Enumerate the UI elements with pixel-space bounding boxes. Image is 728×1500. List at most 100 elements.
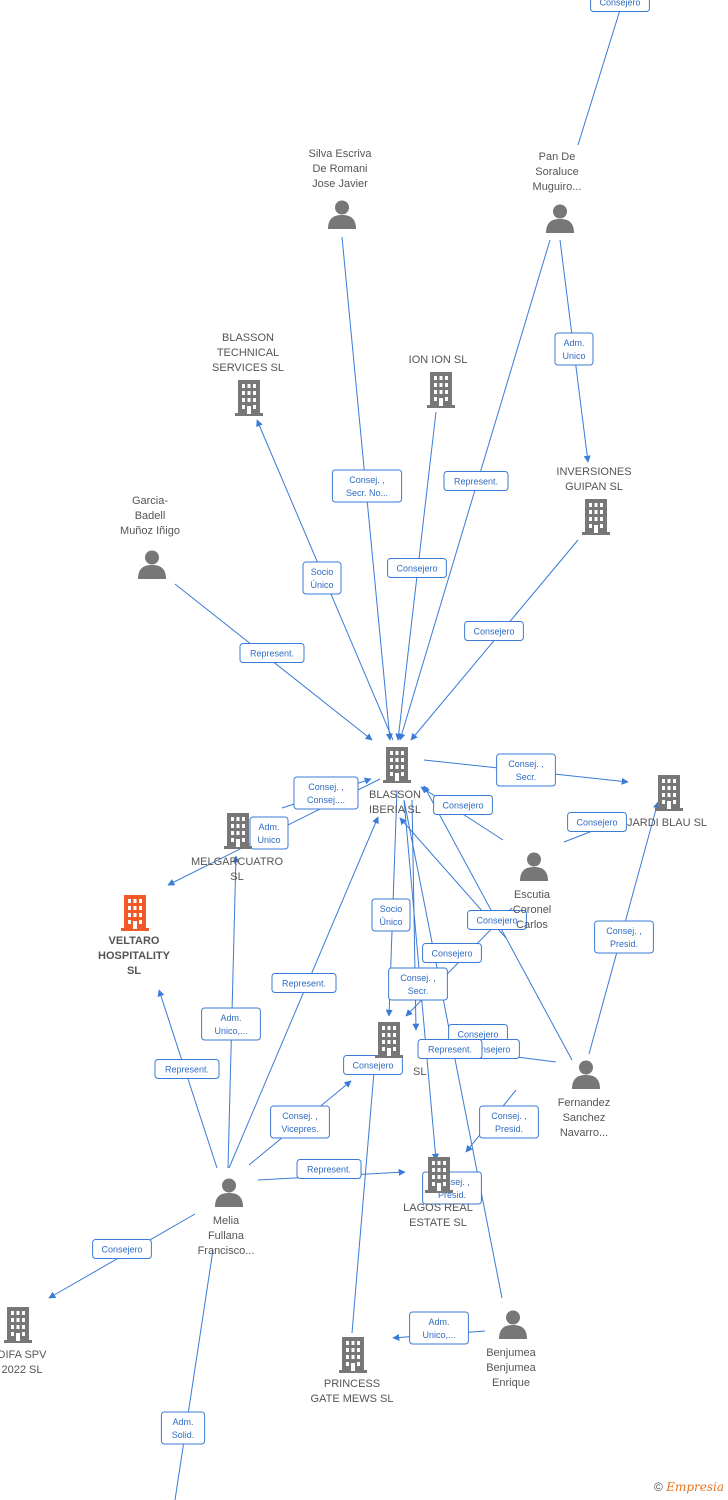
node-label: Sanchez	[563, 1112, 606, 1124]
edge-label[interactable]: Represent.	[443, 471, 509, 491]
edge-label-box	[92, 1239, 152, 1259]
edge-label-box	[296, 1159, 362, 1179]
edge-label-box	[554, 332, 594, 366]
edge-label-box	[302, 561, 342, 595]
edge-label-box	[467, 910, 527, 930]
node-label: BLASSON	[369, 789, 421, 801]
edge-label[interactable]: Consejero	[590, 0, 650, 12]
node-label: PRINCESS	[324, 1378, 380, 1390]
node-label: DIFA SPV	[0, 1349, 47, 1361]
building-icon	[339, 1337, 367, 1373]
node-label: Fernandez	[558, 1097, 611, 1109]
node-jardi-blau[interactable]: JARDI BLAU SL	[627, 775, 707, 829]
edge-label-text: Represent.	[428, 1045, 472, 1055]
edge-label-text: Consejero	[599, 0, 640, 8]
building-icon	[224, 813, 252, 849]
person-icon	[138, 550, 166, 579]
edge-label-text: Adm.	[172, 1417, 193, 1427]
building-icon	[425, 1157, 453, 1193]
edge-label[interactable]: Consejero	[433, 795, 493, 815]
edge-label-text: Adm.	[220, 1013, 241, 1023]
edge-label-box	[409, 1311, 469, 1345]
edge-label[interactable]: Adm.Unico,...	[201, 1007, 261, 1041]
edge-label-text: Consej. ,	[349, 475, 385, 485]
person-icon	[572, 1060, 600, 1089]
edge-label[interactable]: Consejero	[567, 812, 627, 832]
edge-line	[351, 1059, 376, 1334]
edge-line	[577, 9, 621, 146]
copyright-notice: © Empresia	[654, 1480, 724, 1494]
node-label: Escutia	[514, 889, 551, 901]
edge-label-text: Consejero	[431, 949, 472, 959]
edge-label-box	[343, 1055, 403, 1075]
edge-label[interactable]: Consejero	[343, 1055, 403, 1075]
empresia-logo: Empresia	[666, 1480, 724, 1494]
edge-label[interactable]: Consejero	[467, 910, 527, 930]
node-melia-fullana[interactable]: MeliaFullanaFrancisco...	[198, 1178, 255, 1258]
edge-label[interactable]: Consej. ,Secr.	[496, 753, 556, 787]
node-label: SL	[230, 871, 243, 883]
edge-label[interactable]: Consejero	[92, 1239, 152, 1259]
node-label: Muñoz Iñigo	[120, 525, 180, 537]
building-icon	[427, 372, 455, 408]
node-label: MELGARCUATRO	[191, 856, 284, 868]
edge-label-box	[331, 469, 403, 503]
edge-label-box	[160, 1411, 206, 1445]
node-label: GATE MEWS SL	[311, 1393, 394, 1405]
node-pan-de-soraluce[interactable]: Pan DeSoraluceMuguiro...	[533, 151, 582, 233]
edge-label[interactable]: Adm.Unico	[249, 816, 289, 850]
edge-label[interactable]: Consejero	[387, 558, 447, 578]
building-icon	[121, 895, 149, 931]
edge-label[interactable]: Consejero	[422, 943, 482, 963]
edge-label-text: Unico	[562, 351, 585, 361]
edge-label[interactable]: Adm.Unico,...	[409, 1311, 469, 1345]
edge-label[interactable]: Represent.	[154, 1059, 220, 1079]
node-label: Enrique	[492, 1377, 530, 1389]
edge-label-box	[594, 920, 654, 954]
node-central-sl[interactable]: SL	[375, 1022, 426, 1078]
edge-label[interactable]: Represent.	[296, 1159, 362, 1179]
node-label: IBERIA SL	[369, 804, 421, 816]
node-blasson-iberia[interactable]: BLASSON IBERIA SL	[369, 747, 421, 816]
building-icon	[655, 775, 683, 811]
edge-label[interactable]: Represent.	[239, 643, 305, 663]
node-ion-ion[interactable]: ION ION SL	[409, 354, 468, 408]
edge-label[interactable]: Consejero	[464, 621, 524, 641]
edge-label-box	[567, 812, 627, 832]
edge-label-text: Presid.	[495, 1124, 523, 1134]
edge-label-text: Consejero	[476, 916, 517, 926]
edge-label[interactable]: Consej. ,Presid.	[479, 1105, 539, 1139]
edge-label[interactable]: Consej. ,Presid.	[594, 920, 654, 954]
node-fernandez-sanchez[interactable]: FernandezSanchezNavarro...	[558, 1060, 611, 1140]
edge-label-box	[443, 471, 509, 491]
node-princess-gate[interactable]: PRINCESS GATE MEWS SL	[311, 1337, 394, 1405]
node-label: SL	[413, 1066, 426, 1078]
edge-label-box	[249, 816, 289, 850]
edge-label[interactable]: Represent.	[417, 1039, 483, 1059]
edge-label[interactable]: Adm. Solid.	[160, 1411, 206, 1445]
edge-label[interactable]: Consej. ,Secr.	[388, 967, 448, 1001]
edge-label-text: Represent.	[250, 649, 294, 659]
edge-label-text: Solid.	[172, 1430, 195, 1440]
building-icon	[582, 499, 610, 535]
edge-label-text: Represent.	[307, 1165, 351, 1175]
node-label: Garcia-	[132, 495, 168, 507]
edge-label-text: Represent.	[282, 979, 326, 989]
edge-label[interactable]: Consej. ,Vicepres.	[270, 1105, 330, 1139]
edge-label[interactable]: Adm.Unico	[554, 332, 594, 366]
node-melgarcuatro[interactable]: MELGARCUATRO SL	[191, 813, 284, 883]
edge-label[interactable]: Consej. ,Secr. No...	[331, 469, 403, 503]
edge-label[interactable]: Represent.	[271, 973, 337, 993]
edge-label[interactable]: Consej. ,Consej....	[293, 776, 359, 810]
